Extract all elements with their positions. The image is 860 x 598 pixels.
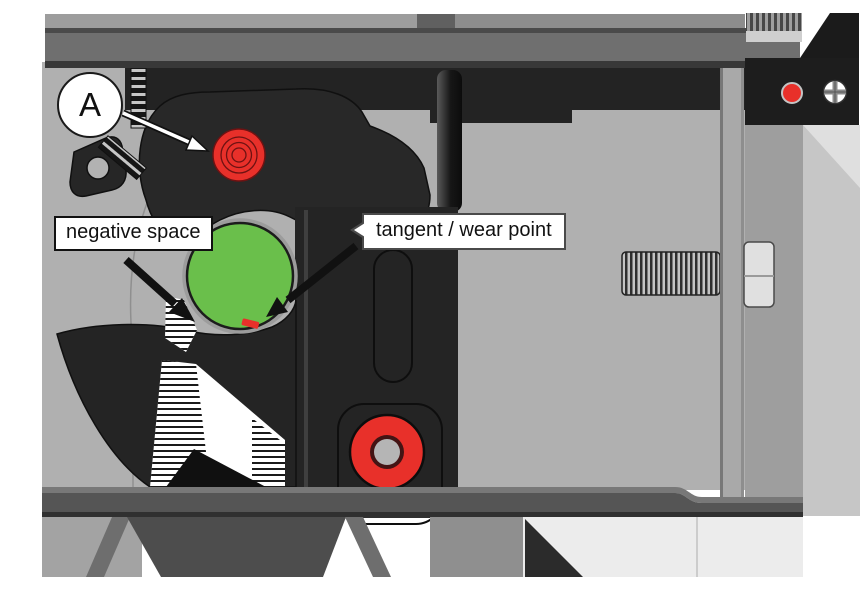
leg-right <box>345 517 391 577</box>
plate-slot-lower <box>337 403 443 525</box>
red-dot-icon <box>781 82 803 104</box>
bottom-rail <box>42 487 803 518</box>
leg-left <box>86 517 130 577</box>
detail-arrowhead <box>184 134 210 152</box>
rail-end-knurl <box>746 13 802 32</box>
right-outer-panel <box>803 125 860 516</box>
negative-space-callout-text: negative space <box>66 221 201 243</box>
bushing-core <box>374 439 400 465</box>
void-wedge <box>166 449 266 487</box>
negative-space-arrow <box>123 257 178 307</box>
bracket-hole <box>86 156 110 180</box>
ball <box>185 221 295 331</box>
wear-point-marker <box>241 318 260 329</box>
right-panel <box>745 125 803 518</box>
detail-callout-a-text: A <box>78 86 101 123</box>
shadow-wedge <box>525 519 583 577</box>
lower-mid-panel <box>430 517 523 577</box>
plate-edge-highlight <box>304 210 308 487</box>
detail-callout-a: A <box>57 72 123 138</box>
plate-slot <box>373 249 413 383</box>
ball-socket-rim <box>182 218 298 334</box>
bolt <box>621 251 721 296</box>
negative-space-arrowhead <box>169 298 195 322</box>
guide-column <box>437 70 462 212</box>
tangent-arrow <box>285 242 359 304</box>
tangent-callout-text: tangent / wear point <box>376 219 552 241</box>
negative-space-callout: negative space <box>54 216 213 251</box>
negative-space-void <box>150 296 285 487</box>
detail-arrow <box>122 111 192 145</box>
receiver-block <box>745 58 859 125</box>
hatch-right <box>252 418 285 487</box>
pivot-target-icon <box>212 128 266 182</box>
callout-pointer-fill <box>354 223 365 237</box>
annotation-arrows <box>121 109 359 322</box>
center-gusset <box>127 517 346 577</box>
bolt-threads <box>621 251 721 296</box>
tangent-arrowhead <box>266 297 288 317</box>
rail-face <box>45 33 800 62</box>
rail-end-cap <box>746 31 802 42</box>
bushing <box>348 413 426 491</box>
bolt-head <box>743 241 775 308</box>
rail-top-strip <box>45 14 417 29</box>
rail-step <box>417 14 455 29</box>
spring-lower <box>97 135 147 181</box>
cross-post <box>720 62 744 500</box>
right-outer-highlight <box>803 125 860 188</box>
corner-wedge <box>800 13 859 58</box>
rail-top-right <box>455 14 745 29</box>
tangent-callout: tangent / wear point <box>350 213 566 250</box>
understructure <box>42 517 803 577</box>
coupler-ball <box>182 218 298 334</box>
phillips-screw-icon <box>822 79 848 105</box>
top-rail <box>45 13 859 68</box>
